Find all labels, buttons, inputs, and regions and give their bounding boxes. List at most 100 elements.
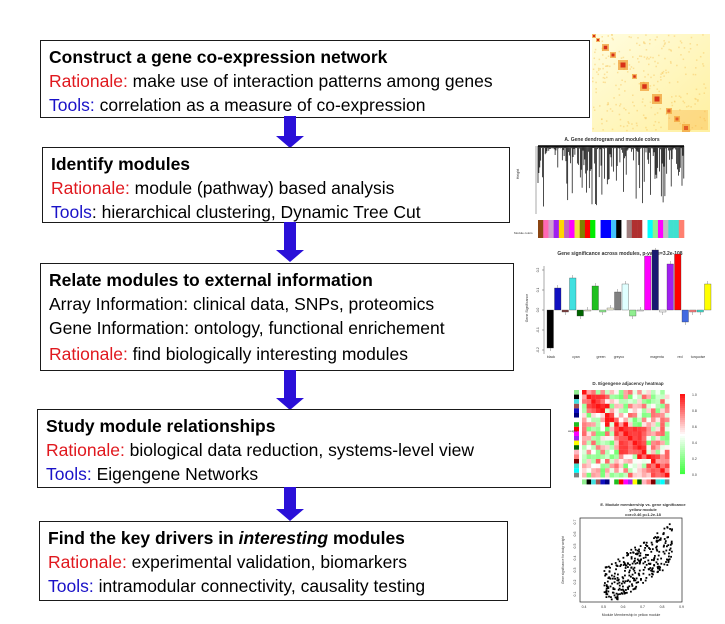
heatmap-cell bbox=[586, 463, 592, 469]
heatmap-cell bbox=[646, 445, 652, 450]
scatter-point bbox=[622, 585, 624, 588]
heatmap-speck bbox=[669, 49, 672, 51]
heatmap-cell bbox=[651, 468, 656, 473]
heatmap-speck bbox=[628, 64, 631, 66]
module-color-band bbox=[642, 220, 648, 238]
scale-segment bbox=[680, 454, 685, 457]
bar bbox=[704, 283, 712, 311]
heatmap-speck bbox=[629, 49, 631, 51]
heatmap-cell bbox=[605, 440, 610, 446]
scale-segment bbox=[680, 430, 685, 433]
heatmap-speck bbox=[632, 94, 634, 97]
scatter-point bbox=[649, 548, 651, 550]
heatmap-speck bbox=[703, 92, 706, 94]
heatmap-speck bbox=[613, 97, 615, 99]
heatmap-speck bbox=[704, 87, 707, 89]
heatmap-speck bbox=[673, 100, 676, 103]
scatter-point bbox=[630, 566, 633, 569]
heatmap-speck bbox=[605, 65, 607, 67]
heatmap-cell bbox=[600, 431, 606, 437]
scatter-point bbox=[657, 567, 659, 570]
heatmap-cell bbox=[641, 459, 647, 464]
scatter-point bbox=[638, 548, 640, 551]
scatter-point bbox=[620, 563, 622, 566]
rationale-label: Rationale: bbox=[49, 71, 128, 91]
heatmap-cell bbox=[609, 468, 615, 473]
heatmap-speck bbox=[663, 75, 665, 77]
heatmap-cell bbox=[591, 472, 596, 478]
tools-line: Tools: hierarchical clustering, Dynamic … bbox=[51, 200, 501, 224]
scatter-point bbox=[653, 558, 655, 560]
scatter-point bbox=[660, 562, 663, 565]
heatmap-cell bbox=[655, 417, 661, 423]
scatter-point bbox=[642, 581, 644, 584]
heatmap-speck bbox=[607, 102, 609, 104]
heatmap-speck bbox=[645, 49, 648, 51]
scatter-point bbox=[645, 553, 647, 556]
heatmap-cell bbox=[618, 445, 624, 450]
scatter-point bbox=[618, 587, 621, 590]
heatmap-speck bbox=[636, 124, 638, 127]
scatter-point bbox=[644, 547, 647, 549]
module-color-swatch bbox=[628, 479, 633, 485]
module-color-swatch bbox=[595, 479, 601, 485]
heatmap-cell bbox=[646, 431, 652, 437]
scatter-point bbox=[670, 542, 673, 544]
heatmap-cell bbox=[660, 445, 665, 450]
heatmap-cell bbox=[641, 426, 647, 432]
module-color-band bbox=[626, 220, 633, 238]
scatter-point bbox=[612, 587, 615, 589]
bar-tick-label: 0.1 bbox=[536, 288, 540, 293]
module-color-band bbox=[579, 220, 586, 238]
heatmap-speck bbox=[616, 71, 619, 74]
scatter-point bbox=[618, 581, 621, 584]
scatter-point bbox=[614, 577, 616, 580]
scatter-point bbox=[651, 568, 654, 571]
heatmap-cell bbox=[655, 399, 661, 404]
heatmap-cell bbox=[591, 426, 596, 432]
heatmap-cell bbox=[646, 436, 652, 441]
scatter-ytick: 0.5 bbox=[573, 544, 577, 549]
heatmap-cell bbox=[595, 468, 601, 473]
heatmap-cell bbox=[586, 431, 592, 437]
heatmap-cell bbox=[632, 426, 638, 432]
heatmap-cell bbox=[651, 413, 656, 418]
heatmap-cell bbox=[600, 399, 606, 404]
heatmap-speck bbox=[611, 34, 613, 36]
bar bbox=[614, 291, 622, 311]
heatmap-speck bbox=[630, 66, 633, 68]
scatter-point bbox=[607, 587, 610, 590]
scatter-point bbox=[631, 585, 634, 587]
scatter-point bbox=[606, 593, 609, 596]
rationale-text: module (pathway) based analysis bbox=[129, 178, 395, 198]
module-color-band bbox=[605, 220, 612, 238]
scatter-point bbox=[626, 562, 629, 565]
heatmap-cell bbox=[600, 426, 606, 432]
module-color-swatch bbox=[574, 440, 579, 446]
heatmap-cell bbox=[637, 408, 642, 414]
heatmap-cell bbox=[632, 468, 638, 473]
heatmap-speck bbox=[601, 122, 603, 125]
scatter-point bbox=[605, 589, 608, 592]
heatmap-cell bbox=[646, 399, 652, 404]
heatmap-cell bbox=[628, 399, 633, 404]
scatter-point bbox=[614, 596, 617, 599]
heatmap-cell bbox=[618, 454, 624, 460]
heatmap-block-core bbox=[642, 84, 647, 89]
heatmap-cell bbox=[641, 422, 647, 427]
heatmap-block-core bbox=[684, 126, 688, 130]
heatmap-cell bbox=[595, 390, 601, 395]
step-relate-external: Relate modules to external information A… bbox=[40, 263, 514, 371]
module-color-swatch bbox=[637, 479, 642, 485]
heatmap-cell bbox=[600, 413, 606, 418]
scatter-point bbox=[603, 584, 606, 587]
heatmap-speck bbox=[599, 105, 601, 107]
heatmap-speck bbox=[676, 64, 678, 67]
scale-label: 0.2 bbox=[692, 457, 697, 461]
heatmap-cell bbox=[618, 422, 624, 427]
module-color-band bbox=[590, 220, 596, 238]
scatter-point bbox=[649, 567, 652, 569]
heatmap-speck bbox=[626, 71, 629, 73]
scatter-point bbox=[603, 582, 606, 584]
heatmap-cell bbox=[600, 408, 606, 414]
